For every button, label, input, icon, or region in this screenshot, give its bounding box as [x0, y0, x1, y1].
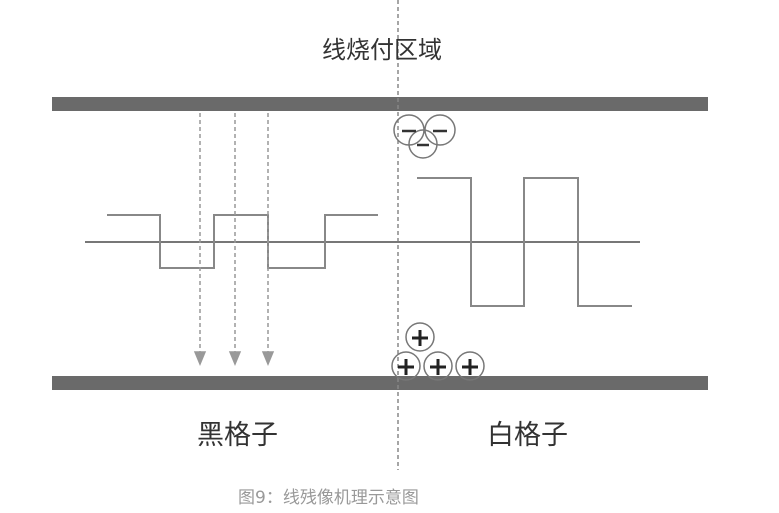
figure-caption: 图9：线残像机理示意图 — [238, 488, 419, 508]
black-cell-waveform — [107, 214, 378, 269]
bottom-electrode — [52, 376, 708, 390]
top-electrode — [52, 97, 708, 111]
burn-in-region-label: 线烧付区域 — [322, 36, 442, 64]
positive-charges — [391, 322, 485, 381]
black-cell-label: 黑格子 — [197, 420, 278, 451]
white-cell-waveform — [417, 177, 632, 307]
light-arrows — [193, 113, 275, 366]
white-cell-label: 白格子 — [487, 420, 568, 451]
negative-charges — [393, 114, 456, 159]
